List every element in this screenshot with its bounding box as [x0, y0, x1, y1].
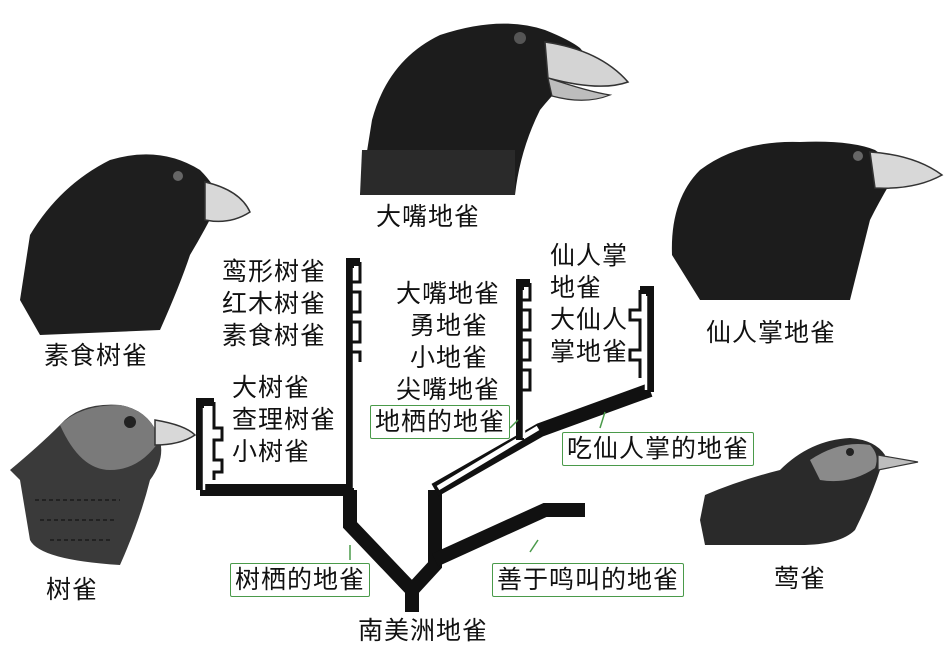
species-name: 素食树雀 — [222, 320, 326, 352]
species-name: 红木树雀 — [222, 288, 326, 320]
vegetarian-finch-label: 素食树雀 — [44, 343, 148, 368]
species-name: 鸾形树雀 — [222, 256, 326, 288]
species-name: 勇地雀 — [396, 310, 500, 342]
species-name: 小地雀 — [396, 342, 500, 374]
tree-upper-species-list: 鸾形树雀 红木树雀 素食树雀 — [222, 256, 326, 352]
singing-group-label: 善于鸣叫的地雀 — [492, 563, 684, 597]
tree-upper-branch — [348, 262, 360, 490]
species-name: 大仙人 — [550, 304, 628, 336]
ground-species-list: 大嘴地雀 勇地雀 小地雀 尖嘴地雀 — [396, 278, 500, 406]
cactus-ground-finch-illustration — [672, 142, 942, 300]
cactus-ground-finch-label: 仙人掌地雀 — [706, 320, 836, 345]
species-name: 尖嘴地雀 — [396, 374, 500, 406]
species-name: 查理树雀 — [232, 404, 336, 436]
species-name: 大嘴地雀 — [396, 278, 500, 310]
cactus-species-list: 仙人掌 地雀 大仙人 掌地雀 — [550, 240, 628, 368]
species-name: 小树雀 — [232, 436, 336, 468]
vegetarian-finch-illustration — [20, 154, 250, 335]
tree-lower-branch — [200, 402, 222, 490]
tree-lower-species-list: 大树雀 查理树雀 小树雀 — [232, 372, 336, 468]
warbler-finch-label: 莺雀 — [774, 566, 826, 591]
large-ground-finch-illustration — [360, 24, 628, 195]
species-name: 大树雀 — [232, 372, 336, 404]
tree-finch-illustration — [10, 405, 195, 565]
large-ground-finch-label: 大嘴地雀 — [376, 204, 480, 229]
species-name: 地雀 — [550, 272, 628, 304]
species-name: 仙人掌 — [550, 240, 628, 272]
ground-dwelling-group-label: 地栖的地雀 — [370, 405, 510, 439]
ancestor-label: 南美洲地雀 — [358, 618, 488, 643]
cactus-eating-group-label: 吃仙人掌的地雀 — [562, 432, 754, 466]
tree-dwelling-group-label: 树栖的地雀 — [230, 563, 370, 597]
tree-finch-label: 树雀 — [46, 577, 98, 602]
species-name: 掌地雀 — [550, 336, 628, 368]
cactus-branch — [630, 290, 650, 392]
